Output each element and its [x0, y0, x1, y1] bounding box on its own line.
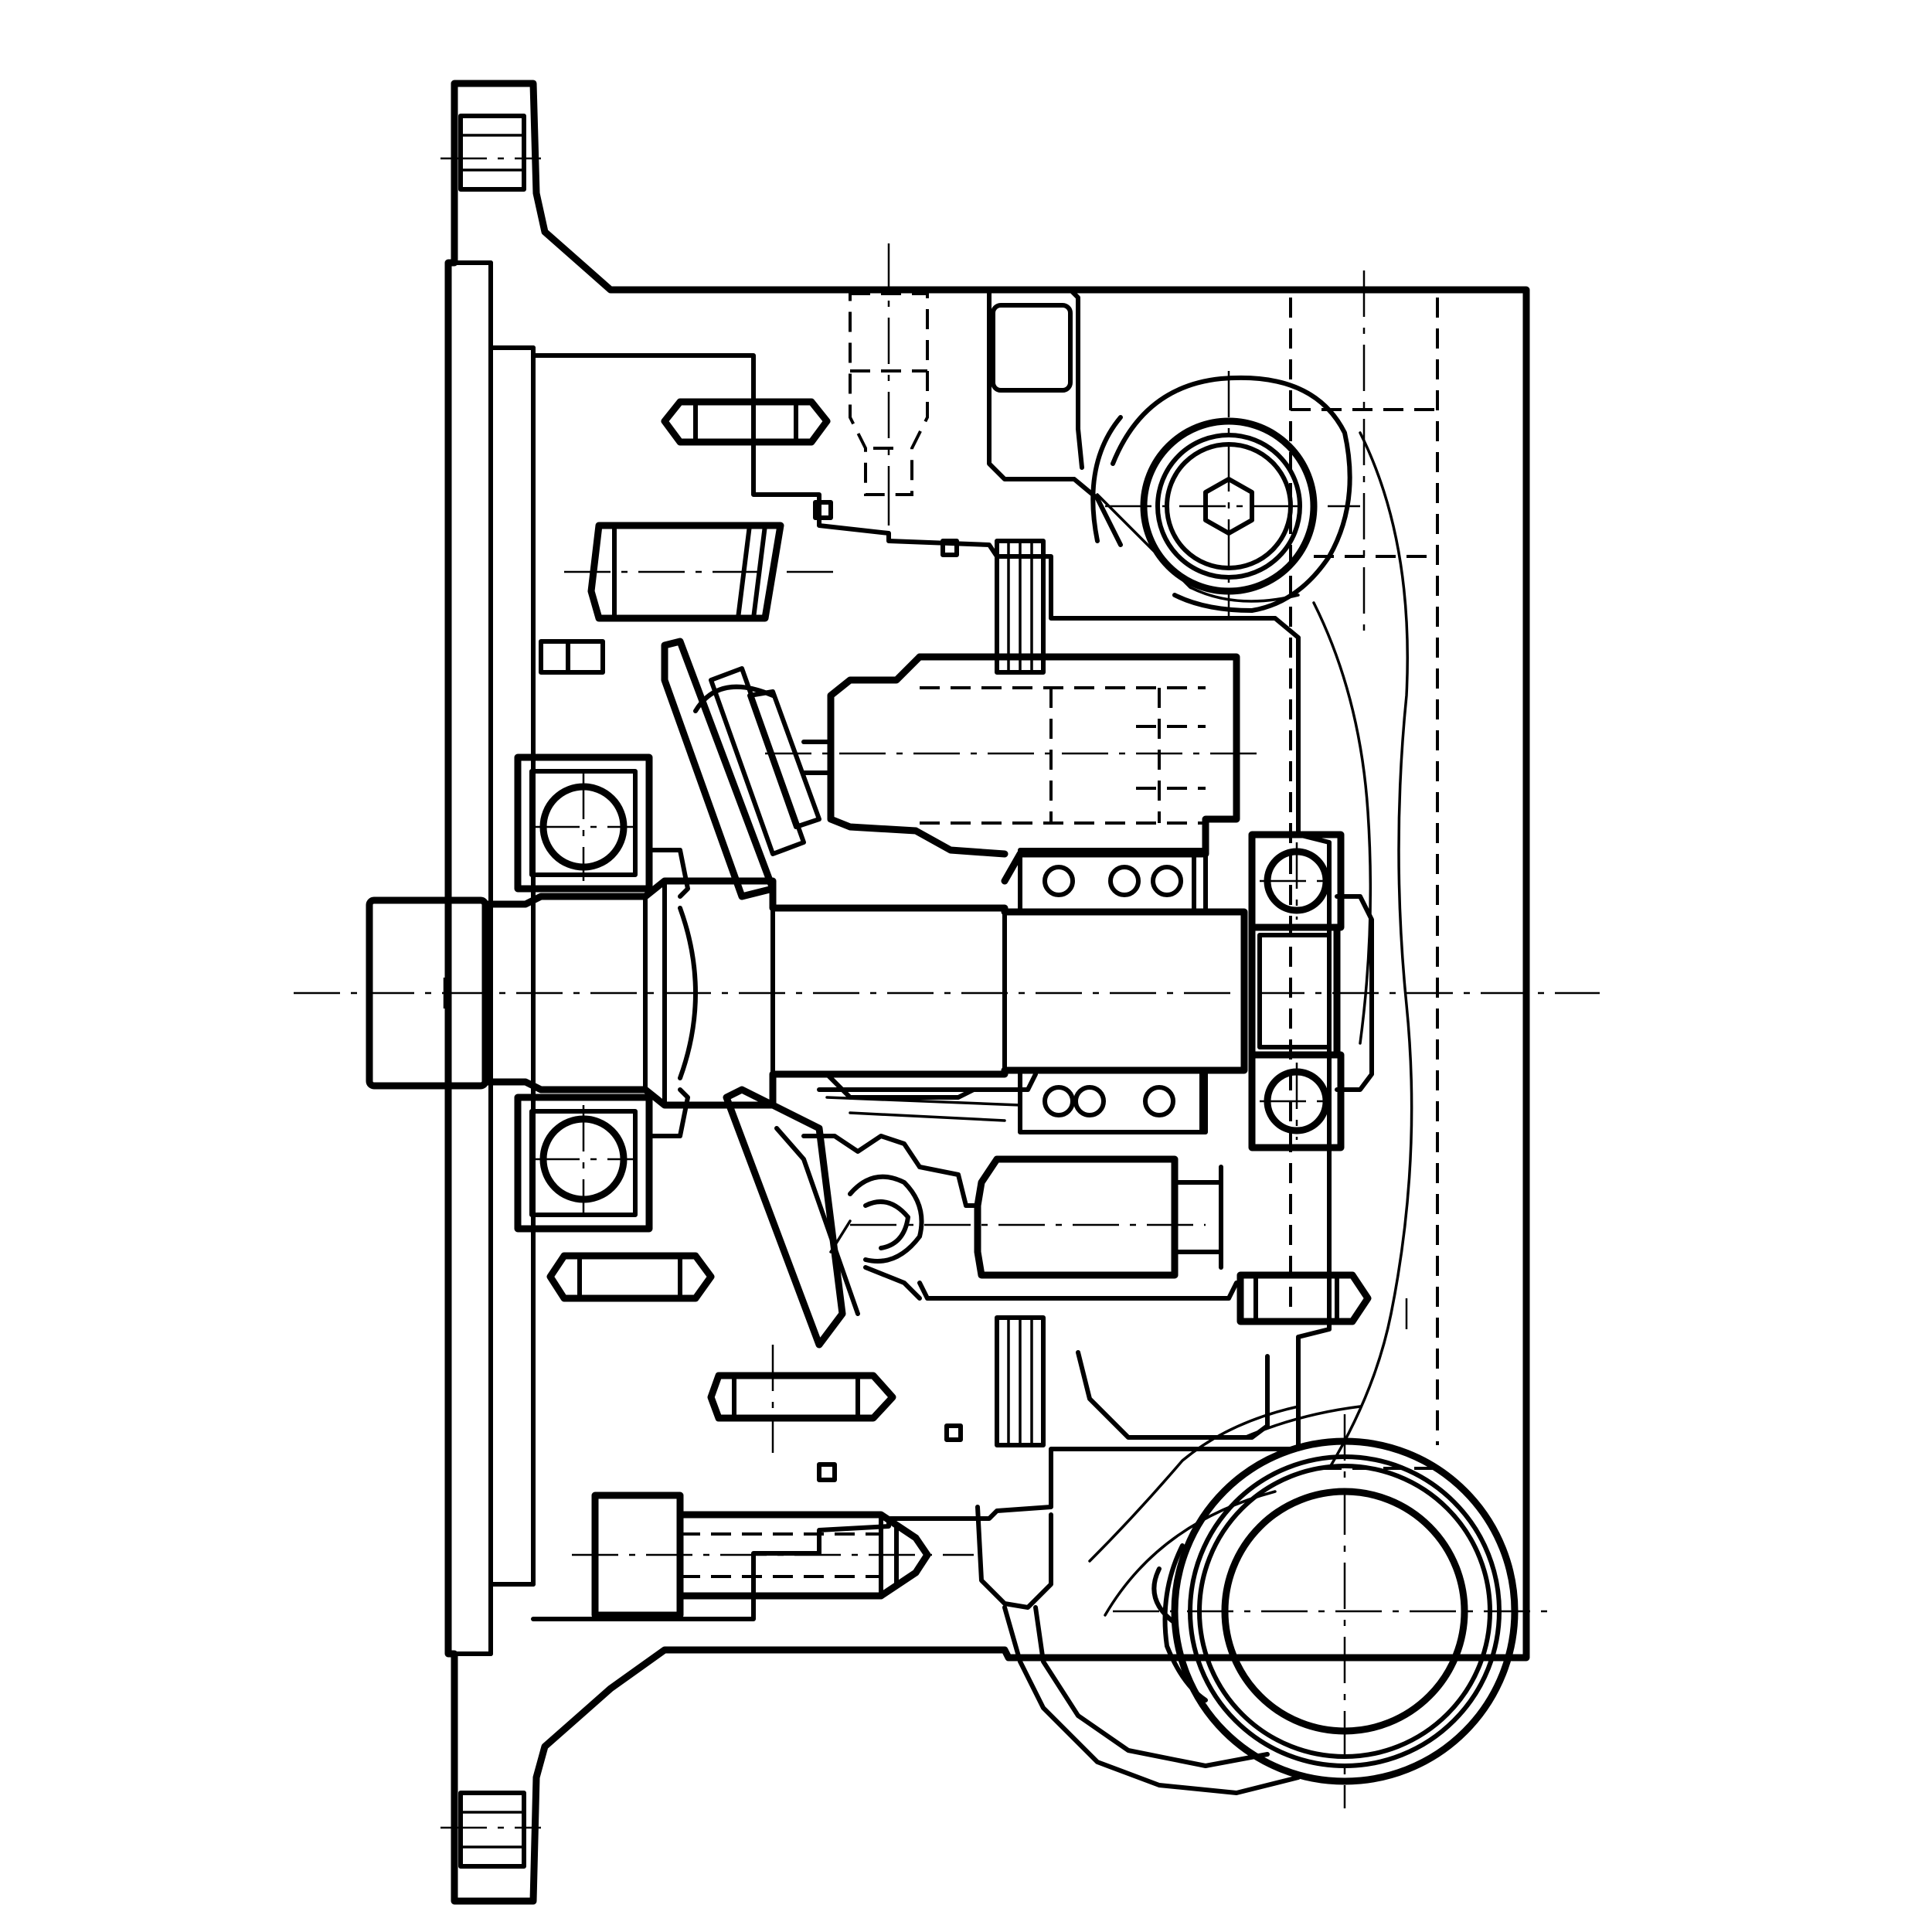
front-bearings [514, 753, 690, 1233]
valve-plate-rings [995, 539, 1046, 1447]
cylinder-block [765, 653, 1267, 1301]
aux-centerlines [443, 495, 1408, 1329]
housing-cavity [531, 287, 1332, 1795]
top-right-plug [1090, 270, 1366, 634]
dowel-pins [539, 398, 1372, 1453]
mounting-flange [440, 80, 1530, 1905]
bottom-right-port [1104, 1405, 1553, 1808]
rear-bearings [1248, 831, 1345, 1151]
plugs-and-screws [564, 243, 974, 1619]
port-cover-hidden [1088, 298, 1439, 1563]
swashplate [661, 638, 980, 1349]
